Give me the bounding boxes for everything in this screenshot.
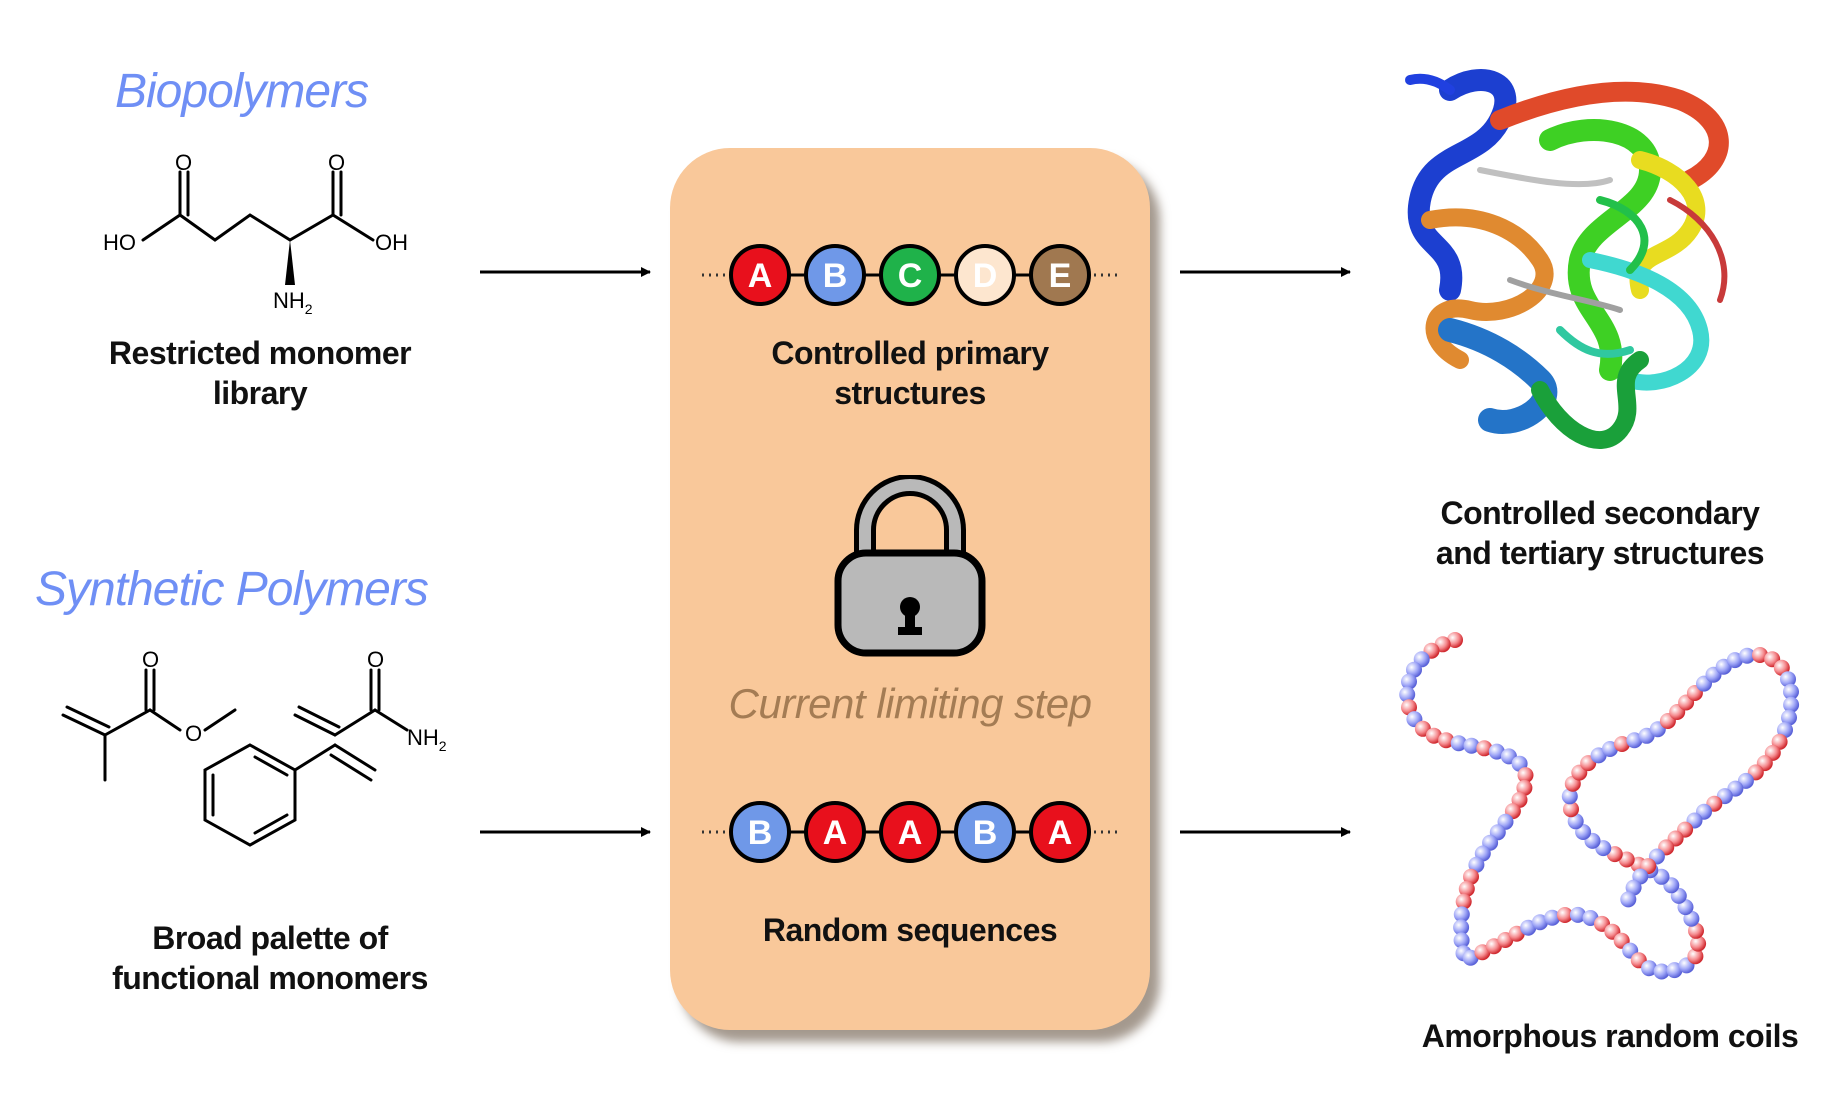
random-bead-letter-2: A: [898, 814, 923, 852]
controlled-bead-3: [954, 244, 1016, 306]
coil-bead: [1567, 813, 1584, 830]
coil-bead: [1752, 647, 1768, 663]
coil-bead: [1561, 788, 1578, 805]
random-coil-chain: [1399, 632, 1800, 980]
controlled-secondary-tertiary-label: Controlled secondary and tertiary struct…: [1435, 495, 1765, 571]
oxygen-right-label: O: [328, 150, 345, 175]
coil-bead: [1618, 851, 1635, 868]
random-bead-letter-1: A: [823, 814, 848, 852]
coil-bead: [1726, 652, 1743, 669]
coil-bead: [1687, 948, 1704, 965]
controlled-bead-1: [804, 244, 866, 306]
coil-bead: [1783, 683, 1799, 700]
coil-bead: [1468, 856, 1485, 873]
coil-bead: [1453, 906, 1470, 923]
coil-bead: [1569, 906, 1586, 923]
coil-bead: [1516, 779, 1533, 796]
random-bead-4: [1029, 801, 1091, 863]
coil-bead: [1602, 741, 1618, 757]
controlled-bead-letter-1: B: [823, 257, 848, 295]
synthetic-polymers-heading: Synthetic Polymers: [35, 563, 429, 616]
coil-bead: [1653, 963, 1670, 980]
synthetic-monomers-structures: O O O NH2: [61, 647, 447, 847]
amide-carbonyl-o-label: O: [367, 647, 384, 672]
coil-bead: [1447, 632, 1463, 648]
coil-bead: [1688, 922, 1704, 939]
oxygen-left-label: O: [175, 150, 192, 175]
controlled-bead-letter-2: C: [898, 257, 923, 295]
coil-bead: [1783, 696, 1800, 713]
amide-nh2-label: NH2: [407, 725, 447, 754]
broad-palette-label: Broad palette of functional monomers: [112, 920, 428, 996]
coil-bead: [1517, 767, 1534, 784]
ho-label: HO: [103, 230, 136, 255]
coil-bead: [1455, 893, 1472, 910]
controlled-bead-letter-3: D: [973, 257, 998, 295]
coil-bead: [1453, 932, 1470, 949]
controlled-bead-letter-4: E: [1049, 257, 1072, 295]
controlled-bead-0: [729, 244, 791, 306]
random-bead-2: [879, 801, 941, 863]
coil-bead: [1399, 686, 1416, 703]
controlled-bead-2: [879, 244, 941, 306]
coil-bead: [1476, 740, 1493, 757]
random-bead-3: [954, 801, 1016, 863]
current-limiting-step-text: Current limiting step: [728, 680, 1092, 727]
coil-bead: [1666, 962, 1683, 979]
controlled-bead-4: [1029, 244, 1091, 306]
coil-bead: [1453, 919, 1470, 936]
glutamic-acid-structure: O O HO OH NH2: [103, 150, 408, 317]
controlled-primary-label: Controlled primary structures: [771, 335, 1049, 411]
coil-bead: [1544, 909, 1561, 926]
controlled-bead-letter-0: A: [748, 257, 773, 295]
coil-bead: [1781, 709, 1797, 726]
biopolymers-heading: Biopolymers: [115, 65, 369, 118]
coil-bead: [1556, 907, 1573, 923]
random-bead-1: [804, 801, 866, 863]
ester-carbonyl-o-label: O: [142, 647, 159, 672]
restricted-monomer-label: Restricted monomer library: [108, 335, 412, 411]
random-bead-letter-0: B: [748, 814, 773, 852]
padlock-icon: [834, 475, 986, 657]
coil-bead: [1563, 801, 1579, 818]
random-bead-letter-3: B: [973, 814, 998, 852]
controlled-sequence-chain: A B C D E: [702, 244, 1118, 306]
coil-bead: [1438, 732, 1455, 749]
coil-bead: [1614, 736, 1630, 752]
coil-bead: [1463, 868, 1479, 885]
oh-label: OH: [375, 230, 408, 255]
ester-o-label: O: [185, 721, 202, 746]
protein-ribbon-structure: [1405, 69, 1729, 449]
coil-bead: [1626, 732, 1643, 749]
coil-bead: [1690, 935, 1707, 952]
coil-bead: [1780, 671, 1796, 688]
coil-bead: [1620, 891, 1637, 908]
random-bead-letter-4: A: [1048, 814, 1073, 852]
coil-bead: [1425, 727, 1442, 744]
coil-bead: [1488, 743, 1505, 760]
coil-bead: [1458, 880, 1475, 897]
coil-bead: [1401, 673, 1417, 690]
coil-bead: [1450, 735, 1467, 752]
coil-bead: [1641, 960, 1658, 977]
amorphous-random-coils-label: Amorphous random coils: [1421, 1018, 1799, 1054]
coil-bead: [1463, 737, 1480, 754]
random-bead-0: [729, 801, 791, 863]
random-sequences-label: Random sequences: [762, 912, 1058, 948]
coil-bead: [1739, 647, 1756, 664]
nh2-label: NH2: [273, 288, 313, 317]
coil-bead: [1532, 914, 1548, 931]
